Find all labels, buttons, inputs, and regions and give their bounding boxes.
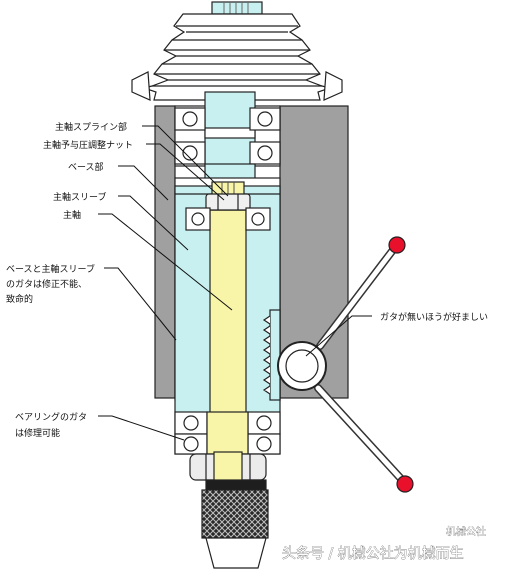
label-spline: 主軸スプライン部	[55, 121, 127, 133]
upper-bearing-housing	[174, 91, 281, 181]
leader-lines	[98, 125, 372, 441]
lever-knob-top	[388, 236, 406, 254]
label-bearing-line2: は修理可能	[15, 427, 60, 439]
label-bearing-line1: ベアリングのガタ	[15, 411, 87, 423]
lever-knob-bottom	[396, 475, 414, 493]
drill-chuck	[201, 479, 269, 569]
head-casting-left	[154, 105, 176, 399]
chuck-nut	[189, 451, 267, 483]
feed-lever	[277, 236, 414, 493]
label-base: ベース部	[68, 161, 104, 173]
lower-bearings	[174, 411, 281, 455]
stepped-pulley	[131, 13, 343, 101]
watermark: 机械公社 头条号 / 机械公社为机械而生	[282, 525, 487, 563]
label-preload-nut: 主軸予与圧調整ナット	[43, 139, 133, 151]
label-play-line1: ベースと主軸スリーブ	[6, 263, 95, 275]
watermark-main: 头条号 / 机械公社为机械而生	[282, 545, 464, 562]
spline-shaft-top	[211, 1, 263, 15]
label-spindle: 主軸	[63, 209, 81, 221]
label-play-line3: 致命的	[6, 293, 33, 305]
middle-bearings	[185, 207, 271, 231]
label-play-line2: のガタは修正不能、	[6, 278, 87, 290]
preload-nut	[205, 193, 251, 211]
label-sleeve: 主軸スリーブ	[53, 191, 106, 203]
watermark-small: 机械公社	[446, 525, 486, 538]
annotation-labels: 主軸スプライン部 主軸予与圧調整ナット ベース部 主軸スリーブ 主軸 ベースと主…	[6, 121, 488, 439]
label-lever-note: ガタが無いほうが好ましい	[380, 311, 488, 323]
